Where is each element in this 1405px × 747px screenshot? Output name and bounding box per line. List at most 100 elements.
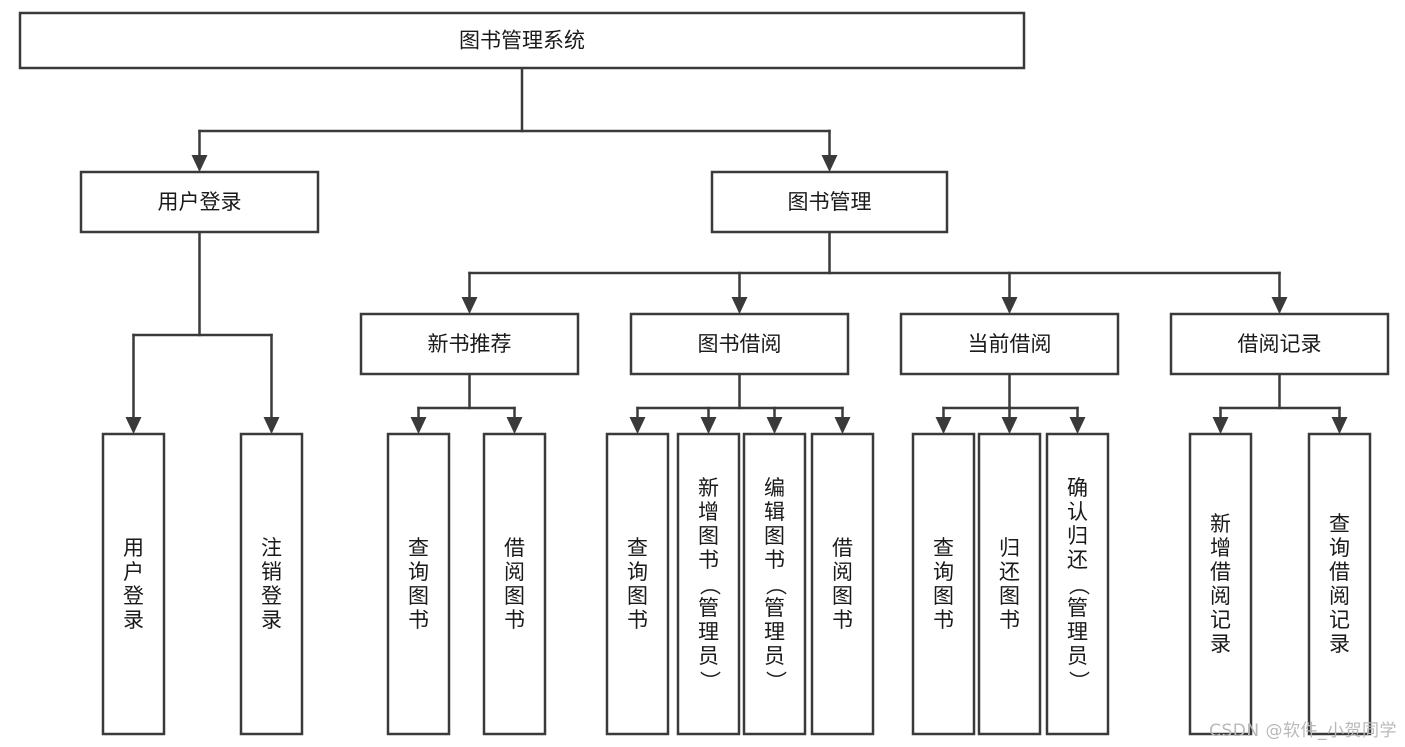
node-new-book-rec-label: 新书推荐 bbox=[428, 332, 512, 356]
node-leaf-rec-borrow-label-char: 阅 bbox=[504, 560, 525, 584]
node-leaf-user-login[interactable]: 用户登录 bbox=[101, 432, 166, 736]
node-leaf-cur-confirm-label-char: 员 bbox=[1067, 644, 1088, 668]
node-leaf-rec-query-rect bbox=[386, 432, 451, 736]
current-borrow-to-leaves-arrow bbox=[1001, 417, 1018, 434]
node-leaf-rec-search-label-char: 查 bbox=[1329, 512, 1350, 536]
node-leaf-borrow-query-label-char: 查 bbox=[627, 536, 648, 560]
node-book-manage-rect bbox=[710, 170, 949, 234]
node-leaf-borrow-add-rect bbox=[676, 432, 741, 736]
node-leaf-cur-confirm-label-char: 认 bbox=[1067, 500, 1088, 524]
node-leaf-rec-borrow-label-char: 书 bbox=[504, 608, 525, 632]
node-leaf-rec-search-label-char: 记 bbox=[1329, 608, 1350, 632]
node-leaf-user-login-label-char: 户 bbox=[123, 560, 144, 584]
node-leaf-rec-search-label-char: 借 bbox=[1329, 560, 1350, 584]
node-leaf-user-login-label-char: 录 bbox=[123, 608, 144, 632]
node-new-book-rec[interactable]: 新书推荐 bbox=[359, 312, 580, 376]
node-leaf-user-logout-label-char: 销 bbox=[261, 560, 282, 584]
node-leaf-cur-confirm-label-char: 管 bbox=[1067, 596, 1088, 620]
node-borrow-record-label: 借阅记录 bbox=[1238, 332, 1322, 356]
node-current-borrow[interactable]: 当前借阅 bbox=[899, 312, 1120, 376]
node-leaf-borrow-edit-label-char: 理 bbox=[764, 620, 785, 644]
node-leaf-cur-return-label-char: 还 bbox=[999, 560, 1020, 584]
node-book-borrow-label: 图书借阅 bbox=[698, 332, 782, 356]
node-current-borrow-rect bbox=[899, 312, 1120, 376]
node-leaf-borrow-edit-rect bbox=[742, 432, 807, 736]
node-leaf-rec-add-label-char: 新 bbox=[1210, 512, 1231, 536]
node-leaf-borrow-add-label-char: 员 bbox=[698, 644, 719, 668]
borrow-record-to-leaves-arrow bbox=[1331, 417, 1348, 434]
node-leaf-rec-add-label-char: 增 bbox=[1210, 536, 1231, 560]
node-book-borrow[interactable]: 图书借阅 bbox=[629, 312, 850, 376]
node-leaf-cur-return-label-char: 图 bbox=[999, 584, 1020, 608]
book-borrow-to-leaves-arrow bbox=[834, 417, 851, 434]
node-book-borrow-rect bbox=[629, 312, 850, 376]
node-leaf-rec-search-label-char: 录 bbox=[1329, 632, 1350, 656]
node-leaf-user-logout-label-char: 登 bbox=[261, 584, 282, 608]
node-leaf-rec-add-rect bbox=[1188, 432, 1253, 736]
node-leaf-rec-search-label-char: 阅 bbox=[1329, 584, 1350, 608]
node-borrow-record[interactable]: 借阅记录 bbox=[1169, 312, 1390, 376]
node-leaf-cur-confirm-label-char: 归 bbox=[1067, 524, 1088, 548]
book-borrow-to-leaves-arrow bbox=[629, 417, 646, 434]
node-leaf-borrow-add-label-char: 管 bbox=[698, 596, 719, 620]
node-root-图书管理系统-label: 图书管理系统 bbox=[459, 29, 585, 53]
node-leaf-cur-query-rect bbox=[911, 432, 976, 736]
boxes-layer: 图书管理系统用户登录图书管理新书推荐图书借阅当前借阅借阅记录用户登录注销登录查询… bbox=[18, 11, 1390, 736]
node-leaf-cur-confirm-label-char: （ bbox=[1067, 575, 1091, 596]
node-leaf-cur-return-label-char: 归 bbox=[999, 536, 1020, 560]
node-root-图书管理系统-rect bbox=[18, 11, 1026, 70]
node-leaf-cur-confirm-label-char: 确 bbox=[1067, 476, 1088, 500]
node-leaf-cur-query-label-char: 图 bbox=[933, 584, 954, 608]
node-book-manage[interactable]: 图书管理 bbox=[710, 170, 949, 234]
node-leaf-borrow-lend-label-char: 书 bbox=[832, 608, 853, 632]
node-borrow-record-rect bbox=[1169, 312, 1390, 376]
node-leaf-rec-borrow-rect bbox=[482, 432, 547, 736]
node-leaf-rec-query-label-char: 图 bbox=[408, 584, 429, 608]
book-borrow-to-leaves-arrow bbox=[700, 417, 717, 434]
node-leaf-cur-confirm-label-char: ） bbox=[1067, 671, 1091, 692]
node-leaf-rec-query-label-char: 查 bbox=[408, 536, 429, 560]
node-leaf-borrow-edit-label-char: 辑 bbox=[764, 500, 785, 524]
node-leaf-rec-add-label-char: 阅 bbox=[1210, 584, 1231, 608]
user-login-to-leaves-arrow bbox=[125, 417, 142, 434]
node-user-login[interactable]: 用户登录 bbox=[79, 170, 320, 234]
node-leaf-user-logout-label-char: 注 bbox=[261, 536, 282, 560]
watermark-label: CSDN @软件_小贺同学 bbox=[1209, 721, 1397, 741]
book-manage-to-level3-arrow bbox=[461, 297, 478, 314]
node-leaf-borrow-edit-label-char: ） bbox=[764, 671, 788, 692]
node-leaf-borrow-edit-label-char: 书 bbox=[764, 548, 785, 572]
node-root-图书管理系统[interactable]: 图书管理系统 bbox=[18, 11, 1026, 70]
new-book-rec-to-leaves-arrow bbox=[410, 417, 427, 434]
node-leaf-cur-confirm-rect bbox=[1045, 432, 1110, 736]
node-leaf-borrow-edit-label-char: （ bbox=[764, 575, 788, 596]
node-leaf-rec-query-label-char: 询 bbox=[408, 560, 429, 584]
node-leaf-borrow-edit-label-char: 管 bbox=[764, 596, 785, 620]
node-leaf-cur-query-label-char: 询 bbox=[933, 560, 954, 584]
node-leaf-borrow-edit-label-char: 员 bbox=[764, 644, 785, 668]
new-book-rec-to-leaves-arrow bbox=[506, 417, 523, 434]
node-leaf-borrow-lend-label-char: 图 bbox=[832, 584, 853, 608]
node-leaf-borrow-add-label-char: 理 bbox=[698, 620, 719, 644]
node-leaf-borrow-lend-label-char: 阅 bbox=[832, 560, 853, 584]
current-borrow-to-leaves-arrow bbox=[1069, 417, 1086, 434]
node-leaf-rec-borrow-label-char: 图 bbox=[504, 584, 525, 608]
node-leaf-borrow-query-label-char: 询 bbox=[627, 560, 648, 584]
node-leaf-user-logout-rect bbox=[239, 432, 304, 736]
node-leaf-borrow-add-label-char: 增 bbox=[698, 500, 719, 524]
node-leaf-borrow-edit-label-char: 编 bbox=[764, 476, 785, 500]
node-leaf-user-login-label-char: 用 bbox=[123, 536, 144, 560]
node-leaf-borrow-add-label-char: 图 bbox=[698, 524, 719, 548]
node-leaf-user-logout-label-char: 录 bbox=[261, 608, 282, 632]
